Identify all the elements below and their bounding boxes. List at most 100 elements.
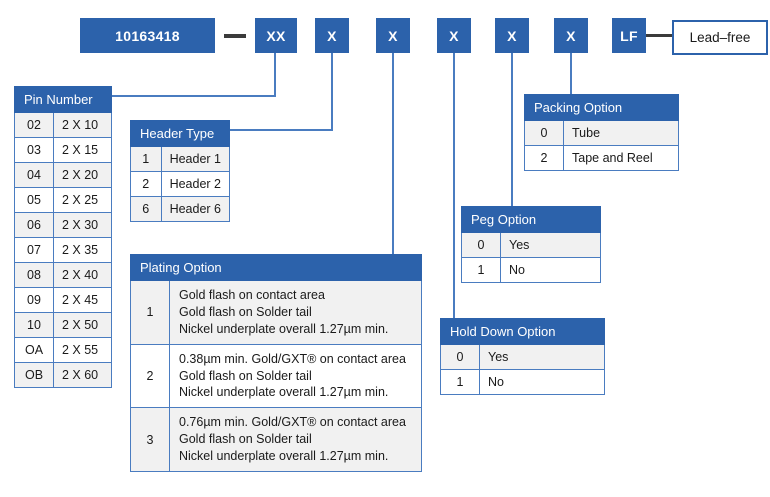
part-number-dash-separator xyxy=(224,34,246,38)
table-header-row: Header Type xyxy=(130,120,230,147)
table-row: 06 2 X 30 xyxy=(14,212,112,238)
row-value: 2 X 30 xyxy=(53,212,112,238)
row-code: 6 xyxy=(130,196,162,222)
row-value: 2 X 25 xyxy=(53,187,112,213)
row-code: 07 xyxy=(14,237,54,263)
row-code: 02 xyxy=(14,112,54,138)
row-code: 2 xyxy=(130,343,170,409)
plating-description-line: Gold flash on Solder tail xyxy=(179,432,312,447)
packing-option-table-title: Packing Option xyxy=(524,94,679,121)
table-row: 1 Header 1 xyxy=(130,146,231,172)
table-row: 10 2 X 50 xyxy=(14,312,112,338)
row-code: 08 xyxy=(14,262,54,288)
row-value: 2 X 55 xyxy=(53,337,112,363)
row-code: 3 xyxy=(130,407,170,472)
table-row: 1 No xyxy=(461,257,601,283)
plating-description-line: Nickel underplate overall 1.27µm min. xyxy=(179,449,389,463)
table-row: 0 Tube xyxy=(524,120,679,146)
table-row: 09 2 X 45 xyxy=(14,287,112,313)
plating-description-line: Gold flash on Solder tail xyxy=(179,368,312,383)
table-row: 0 Yes xyxy=(461,232,601,258)
pin-number-table-title: Pin Number xyxy=(14,86,112,113)
table-row: 07 2 X 35 xyxy=(14,237,112,263)
table-row: 08 2 X 40 xyxy=(14,262,112,288)
row-code: 0 xyxy=(440,344,480,370)
table-row: 02 2 X 10 xyxy=(14,112,112,138)
row-code: 1 xyxy=(440,369,480,395)
row-value: 2 X 40 xyxy=(53,262,112,288)
part-number-segment-packing-option: X xyxy=(554,18,588,53)
row-value: Header 6 xyxy=(160,196,231,222)
table-row: 1 Gold flash on contact area Gold flash … xyxy=(130,280,422,345)
row-value: Gold flash on contact area Gold flash on… xyxy=(169,280,422,345)
row-value: Tube xyxy=(563,120,679,146)
table-row: 6 Header 6 xyxy=(130,196,231,222)
table-row: 2 Header 2 xyxy=(130,171,231,197)
hold-down-option-table: Hold Down Option 0 Yes 1 No xyxy=(440,318,605,395)
plating-description-line: Gold flash on Solder tail xyxy=(179,304,312,319)
row-code: 0 xyxy=(524,120,564,146)
table-row: OB 2 X 60 xyxy=(14,362,112,388)
table-row: 03 2 X 15 xyxy=(14,137,112,163)
plating-description-line: 0.76µm min. Gold/GXT® on contact area xyxy=(179,415,406,430)
row-value: No xyxy=(500,257,601,283)
table-row: 0 Yes xyxy=(440,344,605,370)
part-number-segment-header-type: X xyxy=(315,18,349,53)
table-header-row: Peg Option xyxy=(461,206,601,233)
row-value: 2 X 35 xyxy=(53,237,112,263)
row-code: 03 xyxy=(14,137,54,163)
row-code: 10 xyxy=(14,312,54,338)
row-value: Header 1 xyxy=(160,146,231,172)
row-code: 2 xyxy=(524,145,564,171)
connector-header-type-vertical xyxy=(331,53,333,131)
row-value: 2 X 20 xyxy=(53,162,112,188)
lead-free-connector-line xyxy=(646,34,672,37)
connector-pin-number-horizontal xyxy=(112,95,276,97)
row-code: 0 xyxy=(461,232,501,258)
part-number-segment-plating-option: X xyxy=(376,18,410,53)
row-value: Tape and Reel xyxy=(563,145,679,171)
connector-peg-option-vertical xyxy=(511,53,513,207)
pin-number-table: Pin Number 02 2 X 10 03 2 X 15 04 2 X 20… xyxy=(14,86,112,388)
plating-description-line: Nickel underplate overall 1.27µm min. xyxy=(179,321,389,336)
table-header-row: Hold Down Option xyxy=(440,318,605,345)
table-row: 05 2 X 25 xyxy=(14,187,112,213)
plating-description-line: 0.38µm min. Gold/GXT® on contact area xyxy=(179,351,406,366)
row-value: Yes xyxy=(500,232,601,258)
row-code: OB xyxy=(14,362,54,388)
header-type-table-title: Header Type xyxy=(130,120,230,147)
connector-pin-number-vertical xyxy=(274,53,276,97)
row-code: 04 xyxy=(14,162,54,188)
plating-option-table: Plating Option 1 Gold flash on contact a… xyxy=(130,254,422,472)
connector-hold-down-vertical xyxy=(453,53,455,319)
row-value: Header 2 xyxy=(160,171,231,197)
row-code: 1 xyxy=(130,280,170,345)
row-value: Yes xyxy=(479,344,605,370)
peg-option-table-title: Peg Option xyxy=(461,206,601,233)
row-value: No xyxy=(479,369,605,395)
plating-description-line: Gold flash on contact area xyxy=(179,288,325,302)
hold-down-option-table-title: Hold Down Option xyxy=(440,318,605,345)
row-value: 2 X 60 xyxy=(53,362,112,388)
plating-description-line: Nickel underplate overall 1.27µm min. xyxy=(179,385,389,400)
row-code: 06 xyxy=(14,212,54,238)
connector-packing-option-vertical xyxy=(570,53,572,95)
connector-plating-option-vertical xyxy=(392,53,394,255)
table-row: 3 0.76µm min. Gold/GXT® on contact area … xyxy=(130,407,422,472)
row-value: 2 X 45 xyxy=(53,287,112,313)
lead-free-callout-box: Lead–free xyxy=(672,20,768,55)
row-code: 1 xyxy=(461,257,501,283)
table-row: 1 No xyxy=(440,369,605,395)
row-value: 0.38µm min. Gold/GXT® on contact area Go… xyxy=(169,343,422,409)
table-row: OA 2 X 55 xyxy=(14,337,112,363)
row-code: 09 xyxy=(14,287,54,313)
row-code: OA xyxy=(14,337,54,363)
row-value: 2 X 10 xyxy=(53,112,112,138)
connector-header-type-horizontal xyxy=(230,129,333,131)
row-value: 2 X 15 xyxy=(53,137,112,163)
table-header-row: Packing Option xyxy=(524,94,679,121)
packing-option-table: Packing Option 0 Tube 2 Tape and Reel xyxy=(524,94,679,171)
table-header-row: Pin Number xyxy=(14,86,112,113)
table-row: 2 Tape and Reel xyxy=(524,145,679,171)
